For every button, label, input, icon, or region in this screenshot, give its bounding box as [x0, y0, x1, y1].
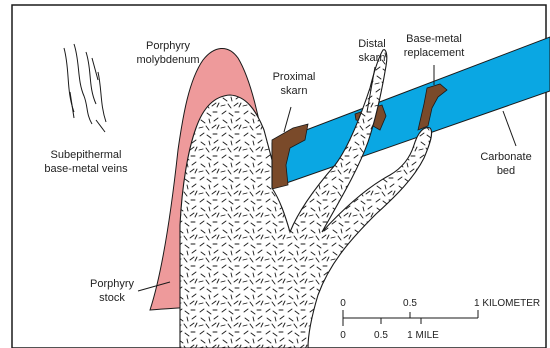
- label-carbonate-bed-2: bed: [497, 165, 515, 177]
- label-porphyry-stock-2: stock: [99, 292, 125, 304]
- scale-km-tick-0-5: 0.5: [403, 298, 417, 309]
- scale-mile-tick-1: 1 MILE: [407, 330, 439, 341]
- label-distal-skarn-1: Distal: [358, 38, 386, 50]
- scale-mile-tick-0: 0: [340, 330, 346, 341]
- scale-mile-tick-0-5: 0.5: [374, 330, 388, 341]
- label-porphyry-molybdenum-1: Porphyry: [146, 40, 191, 52]
- label-subepithermal-veins-2: base-metal veins: [44, 163, 128, 175]
- scale-km-tick-0: 0: [340, 298, 346, 309]
- label-porphyry-molybdenum-2: molybdenum: [137, 54, 200, 66]
- label-proximal-skarn-1: Proximal: [273, 71, 316, 83]
- scale-km-tick-1: 1 KILOMETER: [474, 298, 540, 309]
- label-proximal-skarn-2: skarn: [281, 85, 308, 97]
- label-base-metal-replacement-2: replacement: [404, 47, 465, 59]
- label-porphyry-stock-1: Porphyry: [90, 278, 135, 290]
- label-subepithermal-veins-1: Subepithermal: [51, 149, 122, 161]
- label-carbonate-bed-1: Carbonate: [480, 151, 531, 163]
- label-distal-skarn-2: skarn: [359, 52, 386, 64]
- label-base-metal-replacement-1: Base-metal: [406, 33, 462, 45]
